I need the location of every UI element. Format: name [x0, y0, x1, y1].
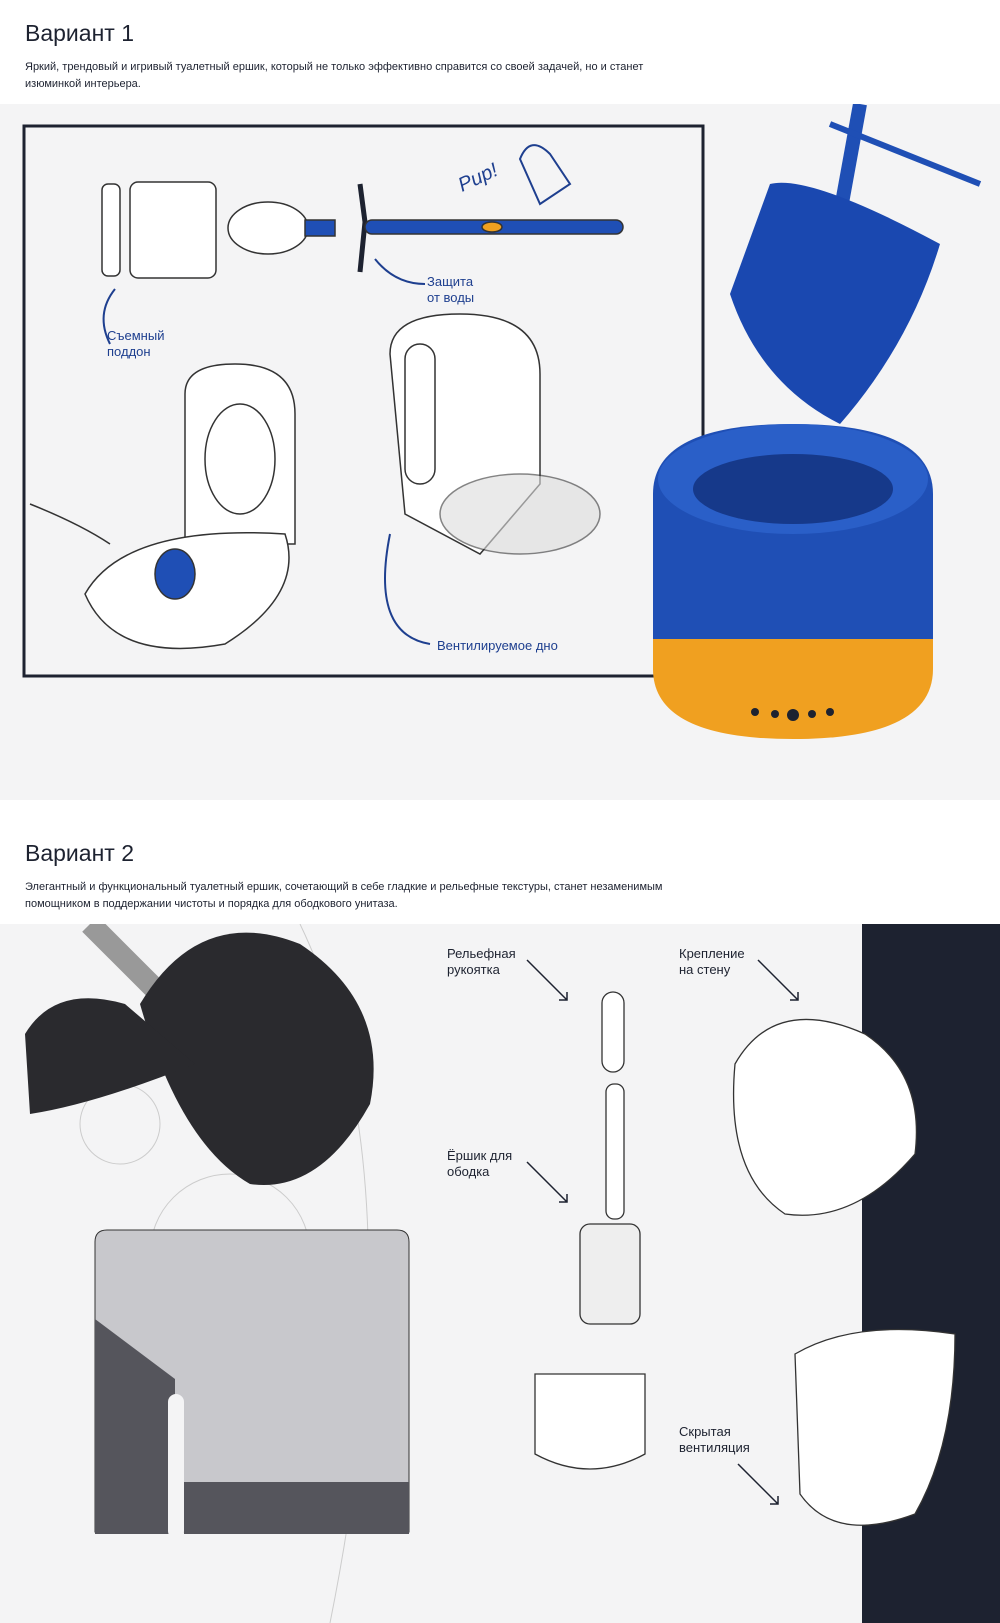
holder-render — [653, 424, 933, 739]
arrow-icon — [374, 258, 426, 285]
arrow-icon — [384, 533, 431, 645]
variant2-description: Элегантный и функциональный туалетный ер… — [25, 881, 663, 910]
variant1-sketch: Pup! — [22, 104, 982, 739]
variant1-title: Вариант 1 — [25, 20, 134, 46]
variant2-header: Вариант 2 Элегантный и функциональный ту… — [25, 840, 665, 913]
label-ventilated-bottom: Вентилируемое дно — [437, 638, 558, 653]
label-rim-brush: Ёршик для ободка — [447, 1148, 513, 1179]
variant2-sketch — [25, 924, 1000, 1623]
arrows — [526, 959, 799, 1505]
arrow-icon — [102, 288, 116, 345]
variant2-illustration: Рельефная рукоятка Ёршик для ободка Креп… — [0, 924, 1000, 1623]
exploded-sketch — [534, 991, 646, 1470]
exploded-view — [101, 181, 624, 279]
holder-sketch — [389, 313, 601, 555]
variant1-header: Вариант 1 Яркий, трендовый и игривый туа… — [25, 20, 665, 93]
variant1-description: Яркий, трендовый и игривый туалетный ерш… — [25, 61, 644, 90]
label-wall-mount: Крепление на стену — [679, 946, 745, 977]
label-removable-tray: Съемный поддон — [107, 328, 165, 359]
label-hidden-vent: Скрытая вентиляция — [679, 1424, 750, 1455]
mount-sketch — [732, 1018, 956, 1526]
hand-sketch — [518, 144, 572, 206]
variant2-title: Вариант 2 — [25, 840, 134, 866]
label-water-protection: Защита от воды — [427, 274, 475, 305]
variant1-illustration: Pup! Съемный поддон Защита от воды Венти… — [0, 104, 1000, 800]
holder-steel-render — [94, 1229, 410, 1539]
brush-black-render — [25, 924, 374, 1185]
label-textured-handle: Рельефная рукоятка — [447, 946, 516, 977]
brush-render — [730, 104, 982, 424]
toilet-sketch — [29, 363, 296, 650]
